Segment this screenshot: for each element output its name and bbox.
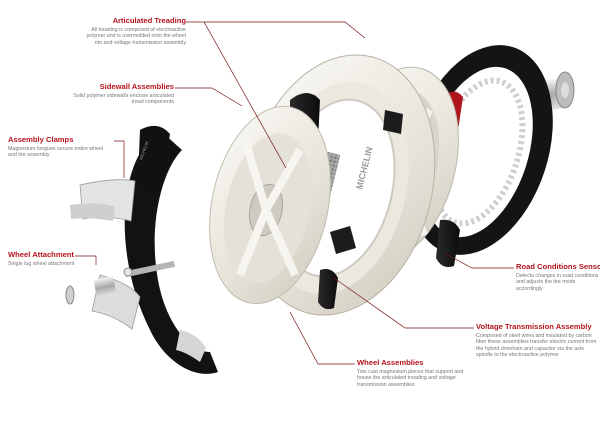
wheel-assembly-left — [209, 105, 331, 305]
callout-title: Articulated Treading — [112, 16, 186, 25]
callout-description: Composed of steel wires and insulated by… — [476, 333, 597, 359]
assembly-clamps — [70, 179, 206, 362]
callout-description: Magnesium tongues secure entire wheel an… — [8, 146, 104, 159]
callout-wheel-assemblies: Wheel Assemblies Two cast magnesium piec… — [357, 358, 467, 388]
wheel-attachment-lug — [65, 260, 176, 305]
callout-title: Wheel Attachment — [8, 250, 74, 259]
callout-description: Solid polymer sidewalls enclose articula… — [73, 93, 174, 106]
callout-description: Two cast magnesium pieces that support a… — [357, 369, 464, 388]
leader-assembly-clamps — [114, 140, 125, 178]
leader-voltage-transmission — [333, 277, 474, 329]
leader-wheel-attachment — [75, 255, 97, 265]
leader-sidewall-assemblies — [175, 87, 243, 107]
callout-road-conditions-sensor: Road Conditions Sensor Detects changes i… — [516, 262, 600, 292]
callout-articulated-treading: Articulated Treading All treading is com… — [78, 16, 186, 46]
callout-assembly-clamps: Assembly Clamps Magnesium tongues secure… — [8, 135, 112, 159]
callout-title: Wheel Assemblies — [357, 358, 424, 367]
callout-voltage-transmission-assembly: Voltage Transmission Assembly Composed o… — [476, 322, 600, 359]
callout-description: Single lug wheel attachment — [8, 261, 75, 267]
callout-leader-lines — [75, 21, 514, 365]
callout-sidewall-assemblies: Sidewall Assemblies Solid polymer sidewa… — [62, 82, 174, 106]
callout-wheel-attachment: Wheel Attachment Single lug wheel attach… — [8, 250, 92, 267]
callout-description: All treading is composed of electroactiv… — [86, 27, 186, 46]
leader-articulated-treading-2 — [204, 21, 366, 39]
callout-title: Voltage Transmission Assembly — [476, 322, 592, 331]
svg-text:MICHELIN: MICHELIN — [138, 141, 149, 161]
leader-wheel-assemblies — [289, 311, 355, 365]
callout-title: Assembly Clamps — [8, 135, 74, 144]
outer-sidewall-left: MICHELIN — [124, 125, 218, 374]
leader-road-conditions-sensor — [445, 253, 514, 269]
callout-title: Sidewall Assemblies — [99, 82, 174, 91]
callout-description: Detects changes in road conditions and a… — [516, 273, 599, 292]
callout-title: Road Conditions Sensor — [516, 262, 600, 271]
